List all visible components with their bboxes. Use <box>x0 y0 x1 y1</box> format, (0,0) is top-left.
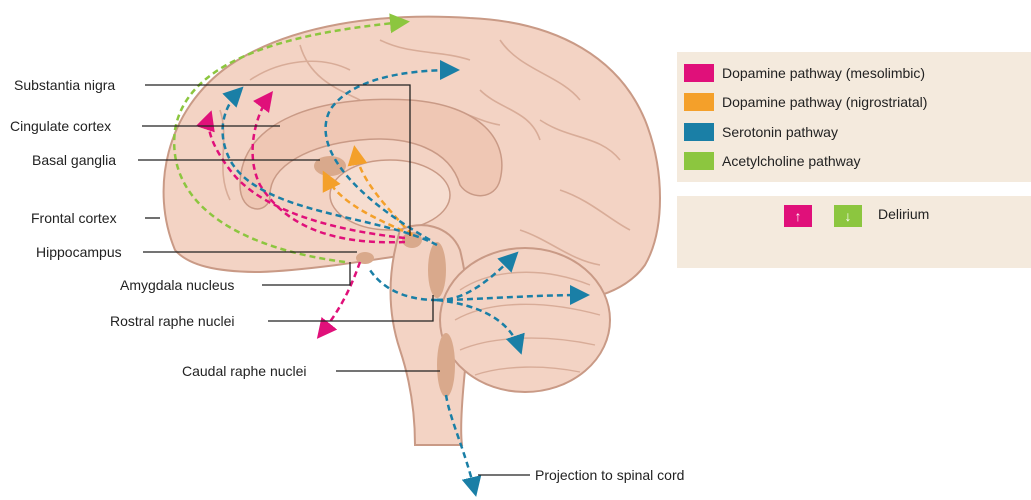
label-amygdala: Amygdala nucleus <box>120 277 234 293</box>
legend-label-mesolimbic: Dopamine pathway (mesolimbic) <box>722 65 925 81</box>
label-spinal-projection: Projection to spinal cord <box>535 467 684 483</box>
legend-swatch-acetylcholine <box>684 152 714 170</box>
legend-swatch-nigrostriatal <box>684 93 714 111</box>
legend-label-acetylcholine: Acetylcholine pathway <box>722 153 861 169</box>
label-rostral-raphe: Rostral raphe nuclei <box>110 313 235 329</box>
legend-item-nigrostriatal: Dopamine pathway (nigrostriatal) <box>684 92 927 112</box>
label-frontal-cortex: Frontal cortex <box>31 210 117 226</box>
basal-ganglia-shape <box>314 156 346 176</box>
label-caudal-raphe: Caudal raphe nuclei <box>182 363 307 379</box>
legend-label-nigrostriatal: Dopamine pathway (nigrostriatal) <box>722 94 927 110</box>
legend-panel: Dopamine pathway (mesolimbic) Dopamine p… <box>677 52 1031 182</box>
rostral-raphe-nucleus <box>428 242 446 298</box>
delirium-key-panel: ↑ ↓ Delirium <box>677 196 1031 268</box>
label-cingulate-cortex: Cingulate cortex <box>10 118 111 134</box>
legend-swatch-serotonin <box>684 123 714 141</box>
legend-item-mesolimbic: Dopamine pathway (mesolimbic) <box>684 63 925 83</box>
mesolimbic-pathway-3 <box>320 262 360 335</box>
legend-item-serotonin: Serotonin pathway <box>684 122 838 142</box>
increase-arrow-icon: ↑ <box>784 205 812 227</box>
thalamus <box>330 160 450 230</box>
label-basal-ganglia: Basal ganglia <box>32 152 116 168</box>
label-substantia-nigra: Substantia nigra <box>14 77 115 93</box>
label-hippocampus: Hippocampus <box>36 244 122 260</box>
legend-swatch-mesolimbic <box>684 64 714 82</box>
legend-item-acetylcholine: Acetylcholine pathway <box>684 151 861 171</box>
delirium-label: Delirium <box>878 206 929 222</box>
decrease-arrow-icon: ↓ <box>834 205 862 227</box>
cerebellum <box>440 248 610 392</box>
caudal-raphe-nucleus <box>437 333 455 397</box>
legend-label-serotonin: Serotonin pathway <box>722 124 838 140</box>
